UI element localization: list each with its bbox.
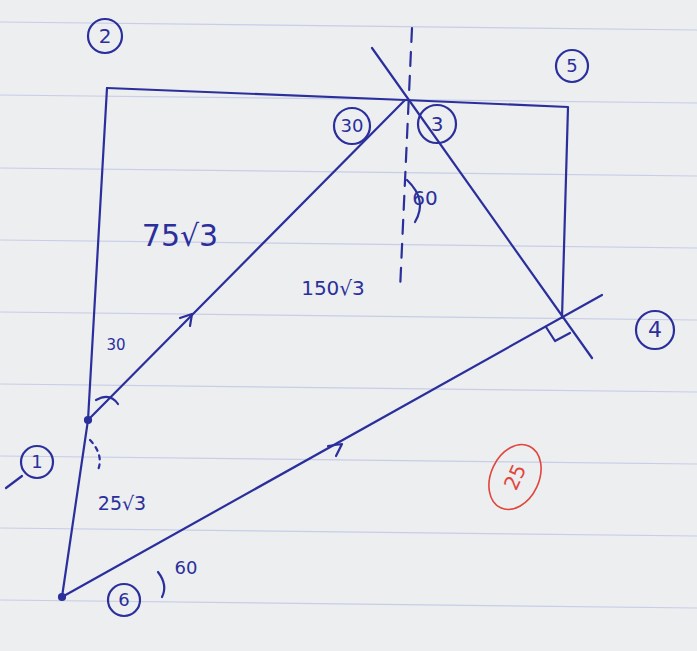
- callout-label: 60: [412, 188, 437, 208]
- callout-label: 2: [99, 26, 112, 46]
- ruled-lines: [0, 22, 697, 608]
- callout-label: 5: [566, 57, 577, 75]
- ink-drawing: [6, 19, 674, 616]
- callout-label: 30: [341, 117, 364, 135]
- callout-label: 30: [106, 338, 125, 353]
- callout-label: 60: [175, 559, 198, 577]
- callout-label: 1: [31, 453, 42, 471]
- callout-label: 25√3: [98, 494, 146, 513]
- callout-label: 150√3: [301, 278, 365, 298]
- callout-label: 6: [118, 591, 129, 609]
- callout-label: 75√3: [142, 221, 218, 251]
- callout-label: 3: [431, 114, 444, 134]
- callout-label: 4: [648, 319, 662, 341]
- callout-label: 25: [501, 461, 530, 493]
